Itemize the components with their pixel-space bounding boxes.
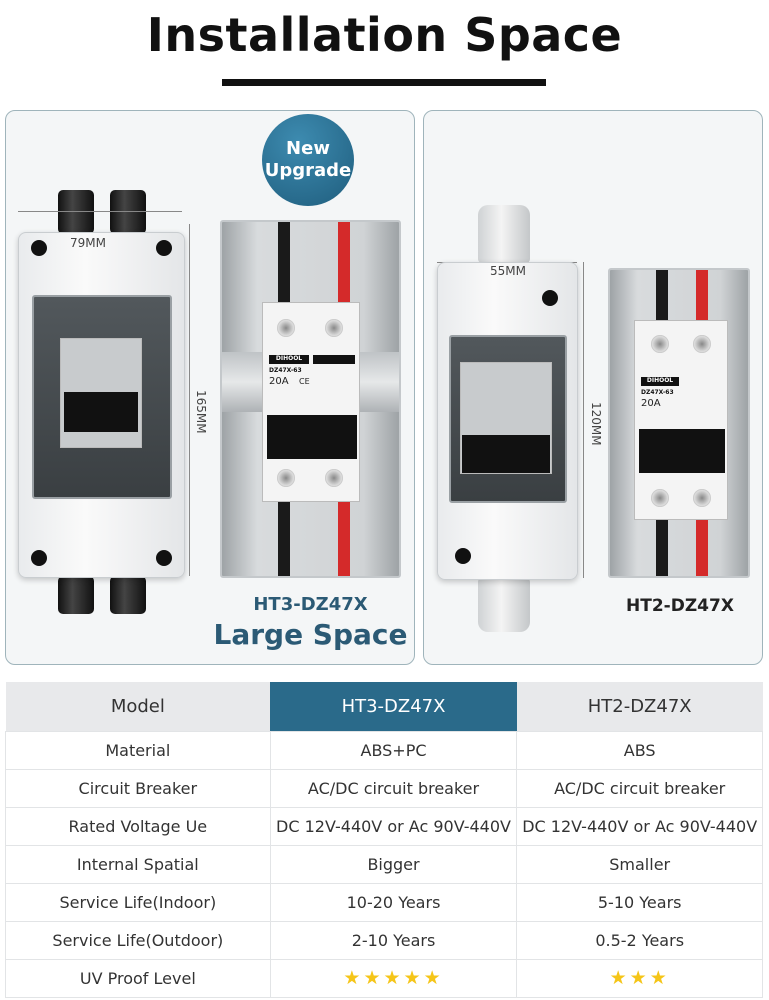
row-label: Circuit Breaker [5, 768, 271, 808]
badge-line1: New [286, 138, 330, 159]
breaker-switch [462, 435, 550, 473]
ht3-value: Bigger [269, 844, 518, 884]
breaker-model: DZ47X-63 [641, 389, 674, 396]
ht3-value: ABS+PC [269, 730, 518, 770]
ht3-value: DC 12V-440V or Ac 90V-440V [269, 806, 518, 846]
ht3-value: AC/DC circuit breaker [269, 768, 518, 808]
ht3-value: 2-10 Years [269, 920, 518, 960]
breaker: DIHOOL DZ47X-63 20A [634, 320, 728, 520]
badge-line2: Upgrade [264, 160, 352, 181]
ht3-uv-rating: ★★★★★ [269, 958, 518, 998]
ht2-value: 0.5-2 Years [516, 920, 763, 960]
ht2-height-label: 120MM [589, 402, 603, 446]
breaker-rating: 20A [269, 376, 289, 387]
ht3-enclosure-interior: DIHOOL DZ47X-63 20A CE [220, 220, 401, 578]
ht2-value: DC 12V-440V or Ac 90V-440V [516, 806, 763, 846]
row-label: UV Proof Level [5, 958, 271, 998]
row-label: Service Life(Outdoor) [5, 920, 271, 960]
row-label: Material [5, 730, 271, 770]
star-icon: ★ [609, 967, 630, 989]
star-icon: ★ [649, 967, 670, 989]
header-ht3: HT3-DZ47X [270, 682, 517, 731]
new-upgrade-badge: New Upgrade [262, 114, 354, 206]
breaker-switch [64, 392, 138, 432]
breaker-brand: DIHOOL [269, 355, 309, 364]
ht3-value: 10-20 Years [269, 882, 518, 922]
breaker-brand: DIHOOL [641, 377, 679, 386]
cable-gland [58, 190, 94, 234]
large-space-tagline: Large Space [213, 618, 408, 651]
ht2-model-label: HT2-DZ47X [626, 596, 734, 616]
cable-gland [478, 205, 530, 263]
cable-gland [110, 576, 146, 614]
title-underline [222, 79, 546, 86]
breaker-model: DZ47X-63 [269, 367, 302, 374]
ht2-value: Smaller [516, 844, 763, 884]
breaker-rating: 20A [641, 398, 661, 409]
star-icon: ★ [343, 967, 364, 989]
row-label: Service Life(Indoor) [5, 882, 271, 922]
cable-gland [58, 576, 94, 614]
star-icon: ★ [423, 967, 444, 989]
width-dimension-line [18, 211, 182, 212]
ht2-width-label: 55MM [490, 264, 526, 278]
header-model: Model [5, 682, 271, 731]
star-icon: ★ [403, 967, 424, 989]
page-title: Installation Space [146, 8, 623, 62]
breaker: DIHOOL DZ47X-63 20A CE [262, 302, 360, 502]
cable-gland [478, 578, 530, 632]
row-label: Internal Spatial [5, 844, 271, 884]
ht2-value: ABS [516, 730, 763, 770]
ht3-height-label: 165MM [194, 390, 208, 434]
star-icon: ★ [363, 967, 384, 989]
ce-mark: CE [299, 377, 310, 386]
cable-gland [110, 190, 146, 234]
row-label: Rated Voltage Ue [5, 806, 271, 846]
star-icon: ★ [383, 967, 404, 989]
ht2-enclosure-interior: DIHOOL DZ47X-63 20A [608, 268, 750, 578]
table-row: UV Proof Level★★★★★★★★ [5, 958, 763, 998]
ht2-value: 5-10 Years [516, 882, 763, 922]
ht3-width-label: 79MM [70, 236, 106, 250]
ht2-value: AC/DC circuit breaker [516, 768, 763, 808]
ht3-model-label: HT3-DZ47X [253, 594, 368, 615]
header-ht2: HT2-DZ47X [516, 682, 763, 731]
ht2-uv-rating: ★★★ [516, 958, 763, 998]
table-header-row: Model HT3-DZ47X HT2-DZ47X [5, 682, 763, 731]
star-icon: ★ [629, 967, 650, 989]
